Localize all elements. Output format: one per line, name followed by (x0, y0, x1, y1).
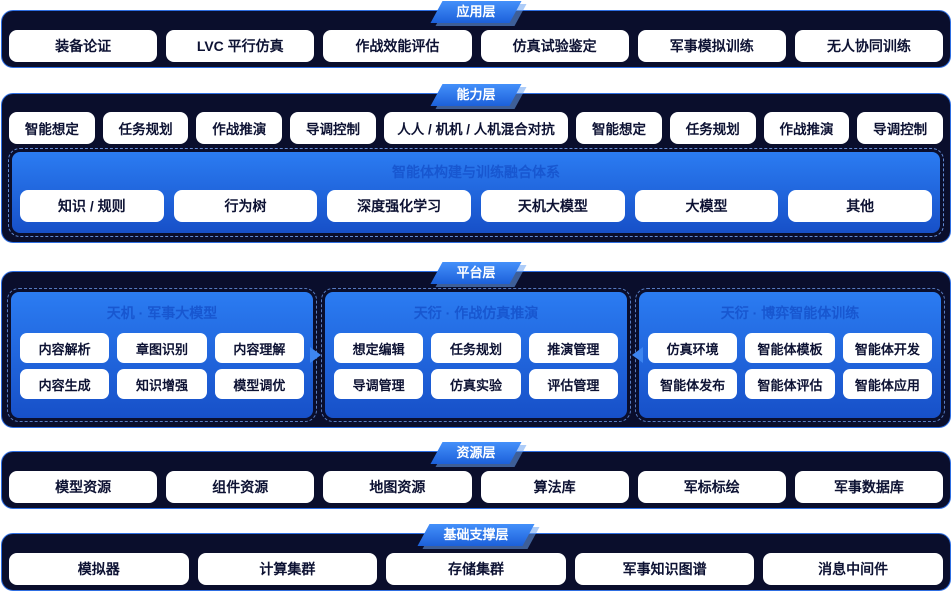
cap-box-intelligent-scenario-1: 智能想定 (9, 112, 95, 144)
fusion-box-tianji-large-model: 天机大模型 (481, 190, 625, 222)
foundation-row: 模拟器 计算集群 存储集群 军事知识图谱 消息中间件 (9, 553, 943, 585)
cap-box-mixed-confrontation: 人人 / 机机 / 人机混合对抗 (383, 112, 569, 144)
found-box-storage-cluster: 存储集群 (386, 553, 566, 585)
application-layer-tab: 应用层 (430, 1, 521, 23)
cap-box-direction-control-1: 导调控制 (290, 112, 376, 144)
cap-box-task-planning-2: 任务规划 (669, 112, 756, 144)
res-box-model-resource: 模型资源 (9, 471, 158, 503)
plat-box-direction-management: 导调管理 (334, 369, 424, 399)
fusion-box-behavior-tree: 行为树 (173, 190, 318, 222)
agent-training-fusion-row: 知识 / 规则 行为树 深度强化学习 天机大模型 大模型 其他 (20, 190, 933, 222)
capability-row: 智能想定 任务规划 作战推演 导调控制 人人 / 机机 / 人机混合对抗 智能想… (9, 112, 944, 144)
found-box-computing-cluster: 计算集群 (197, 553, 378, 585)
res-box-military-database: 军事数据库 (794, 471, 944, 503)
app-box-lvc-parallel-simulation: LVC 平行仿真 (166, 30, 315, 62)
layer-capability: 能力层 智能想定 任务规划 作战推演 导调控制 人人 / 机机 / 人机混合对抗… (1, 93, 951, 243)
app-box-simulation-test-appraisal: 仿真试验鉴定 (480, 30, 629, 62)
fusion-box-deep-reinforcement-learning: 深度强化学习 (327, 190, 472, 222)
agent-training-fusion-panel: 智能体构建与训练融合体系 知识 / 规则 行为树 深度强化学习 天机大模型 大模… (8, 148, 944, 237)
capability-layer-tab-label: 能力层 (430, 84, 521, 106)
platform-layer-tab-label: 平台层 (430, 262, 521, 284)
layer-application: 应用层 装备论证 LVC 平行仿真 作战效能评估 仿真试验鉴定 军事模拟训练 无… (1, 10, 951, 68)
cap-box-task-planning-1: 任务规划 (102, 112, 189, 144)
agent-training-fusion-title: 智能体构建与训练融合体系 (392, 164, 560, 180)
cap-box-combat-deduction-2: 作战推演 (763, 112, 850, 144)
capability-layer-tab: 能力层 (430, 84, 521, 106)
plat-box-agent-release: 智能体发布 (648, 369, 738, 399)
platform-column-grid: 想定编辑 任务规划 推演管理 导调管理 仿真实验 评估管理 (334, 333, 618, 399)
cap-box-intelligent-scenario-2: 智能想定 (576, 112, 662, 144)
arrow-left-icon (632, 347, 643, 363)
resource-row: 模型资源 组件资源 地图资源 算法库 军标标绘 军事数据库 (9, 471, 944, 503)
plat-box-agent-evaluation: 智能体评估 (745, 369, 835, 399)
application-row: 装备论证 LVC 平行仿真 作战效能评估 仿真试验鉴定 军事模拟训练 无人协同训… (9, 30, 944, 62)
platform-column-tianji-military-model: 天机 · 军事大模型 内容解析 章图识别 内容理解 内容生成 知识增强 模型调优 (7, 288, 317, 422)
resource-layer-tab-label: 资源层 (430, 442, 521, 464)
plat-box-scenario-editing: 想定编辑 (334, 333, 424, 363)
platform-column-title: 天衍 · 博弈智能体训练 (720, 305, 860, 321)
platform-column-grid: 仿真环境 智能体模板 智能体开发 智能体发布 智能体评估 智能体应用 (648, 333, 932, 399)
layer-foundation-support: 基础支撑层 模拟器 计算集群 存储集群 军事知识图谱 消息中间件 (1, 533, 951, 591)
application-layer-tab-label: 应用层 (430, 1, 521, 23)
app-box-combat-effectiveness-eval: 作战效能评估 (323, 30, 472, 62)
platform-column-tianyan-agent-training: 天衍 · 博弈智能体训练 仿真环境 智能体模板 智能体开发 智能体发布 智能体评… (635, 288, 945, 422)
plat-box-deduction-management: 推演管理 (528, 333, 618, 363)
platform-column-title: 天衍 · 作战仿真推演 (413, 305, 539, 321)
foundation-layer-tab-label: 基础支撑层 (417, 524, 534, 546)
plat-box-task-planning: 任务规划 (431, 333, 521, 363)
cap-box-combat-deduction-1: 作战推演 (196, 112, 283, 144)
found-box-message-middleware: 消息中间件 (763, 553, 943, 585)
res-box-algorithm-library: 算法库 (480, 471, 629, 503)
plat-box-content-generation: 内容生成 (20, 369, 110, 399)
plat-box-evaluation-management: 评估管理 (528, 369, 618, 399)
cap-box-direction-control-2: 导调控制 (857, 112, 944, 144)
res-box-military-symbol-plotting: 军标标绘 (637, 471, 786, 503)
plat-box-chart-recognition: 章图识别 (117, 333, 207, 363)
app-box-military-simulation-training: 军事模拟训练 (637, 30, 786, 62)
fusion-box-knowledge-rules: 知识 / 规则 (20, 190, 164, 222)
res-box-map-resource: 地图资源 (323, 471, 472, 503)
layer-platform: 平台层 天机 · 军事大模型 内容解析 章图识别 内容理解 内容生成 知识增强 … (1, 271, 951, 428)
app-box-equipment-demonstration: 装备论证 (9, 30, 158, 62)
found-box-military-knowledge-graph: 军事知识图谱 (574, 553, 755, 585)
plat-box-content-understanding: 内容理解 (214, 333, 304, 363)
plat-box-knowledge-enhancement: 知识增强 (117, 369, 207, 399)
fusion-box-others: 其他 (788, 190, 933, 222)
plat-box-simulation-experiment: 仿真实验 (431, 369, 521, 399)
app-box-unmanned-cooperative-training: 无人协同训练 (794, 30, 944, 62)
plat-box-content-parsing: 内容解析 (20, 333, 110, 363)
res-box-component-resource: 组件资源 (166, 471, 315, 503)
plat-box-simulation-environment: 仿真环境 (648, 333, 738, 363)
platform-column-grid: 内容解析 章图识别 内容理解 内容生成 知识增强 模型调优 (20, 333, 304, 399)
plat-box-agent-development: 智能体开发 (842, 333, 932, 363)
platform-layer-tab: 平台层 (430, 262, 521, 284)
platform-column-title: 天机 · 军事大模型 (106, 305, 218, 321)
plat-box-model-tuning: 模型调优 (214, 369, 304, 399)
plat-box-agent-template: 智能体模板 (745, 333, 835, 363)
resource-layer-tab: 资源层 (430, 442, 521, 464)
fusion-box-large-model: 大模型 (634, 190, 779, 222)
arrow-right-icon (310, 347, 321, 363)
platform-column-tianyan-simulation: 天衍 · 作战仿真推演 想定编辑 任务规划 推演管理 导调管理 仿真实验 评估管… (321, 288, 631, 422)
layer-resource: 资源层 模型资源 组件资源 地图资源 算法库 军标标绘 军事数据库 (1, 451, 951, 509)
plat-box-agent-application: 智能体应用 (842, 369, 932, 399)
found-box-simulator: 模拟器 (9, 553, 189, 585)
foundation-layer-tab: 基础支撑层 (417, 524, 534, 546)
